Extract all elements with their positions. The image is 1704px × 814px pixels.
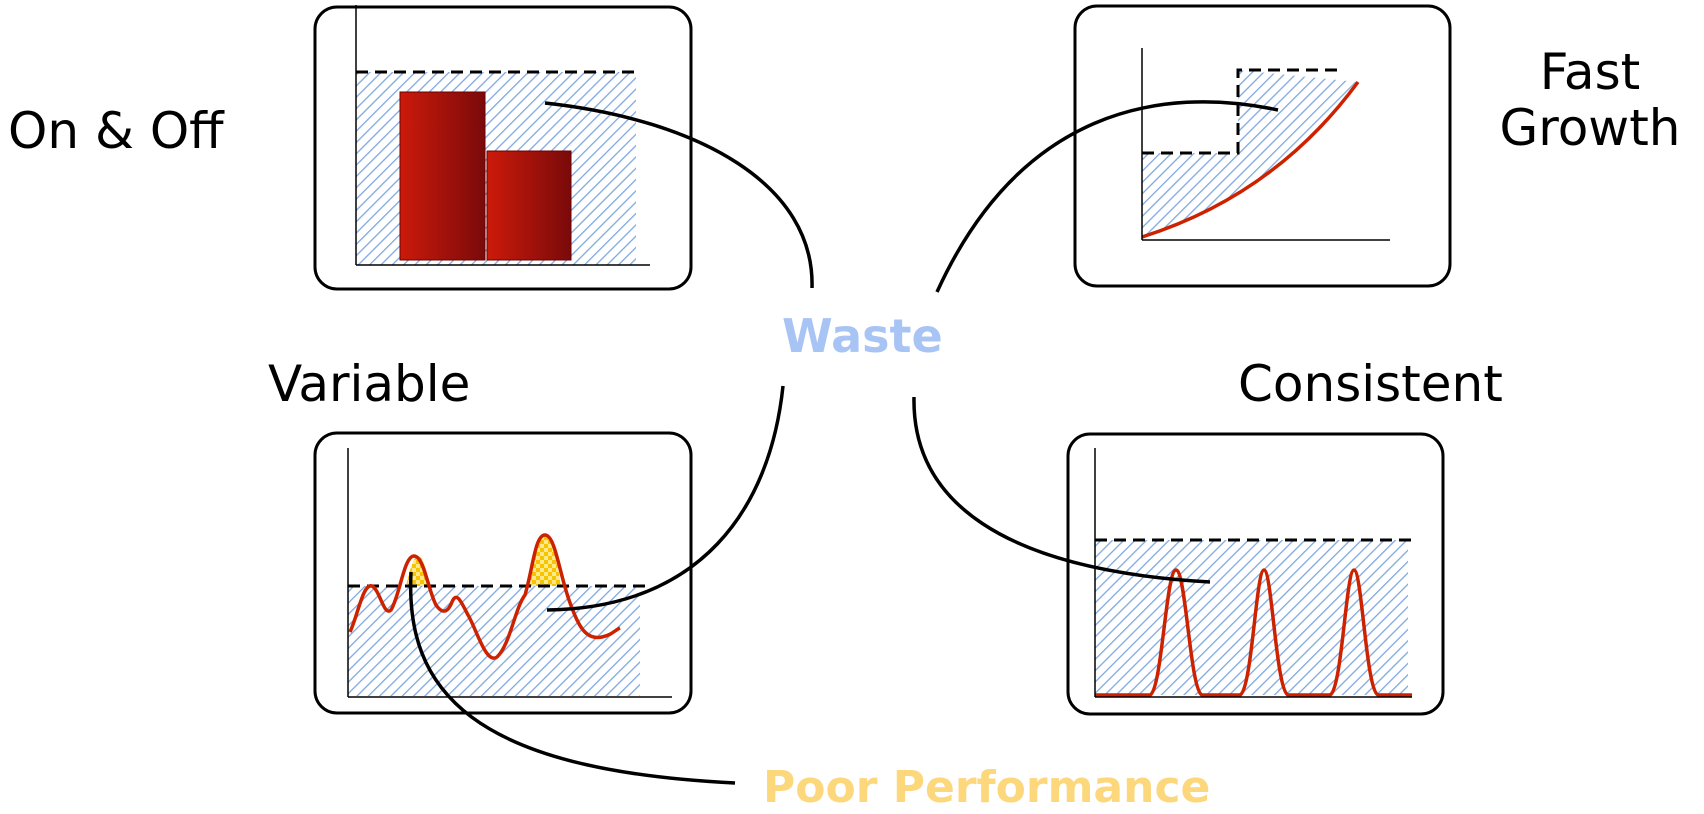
connector-lines [408, 100, 1279, 785]
fast-growth-label: Fast Growth [1480, 44, 1700, 156]
on-off-panel [313, 5, 693, 291]
waste-hatch-area [348, 586, 640, 696]
waste-connector-on-off [544, 101, 814, 289]
usage-bar [399, 91, 486, 261]
fast-growth-label-line1: Fast [1539, 43, 1641, 101]
waste-hatch-area [1142, 70, 1358, 237]
fast-growth-label-line2: Growth [1499, 99, 1681, 157]
usage-growth-line [1141, 80, 1360, 239]
usage-periodic-line [1095, 568, 1412, 697]
waste-label: Waste [782, 309, 943, 363]
waste-hatch-area [1095, 540, 1408, 695]
waste-connector-consistent [912, 396, 1211, 584]
capacity-dashed-line [1142, 68, 1340, 155]
variable-panel [313, 431, 693, 715]
poor-performance-label: Poor Performance [763, 762, 1211, 813]
waste-connector-fast-growth [935, 100, 1279, 293]
poor-performance-connector [408, 571, 736, 785]
usage-bar [486, 150, 572, 261]
consistent-label: Consistent [1238, 355, 1503, 413]
variable-label: Variable [268, 355, 471, 413]
on-off-label: On & Off [8, 102, 224, 160]
waste-connector-variable [546, 385, 785, 612]
fast-growth-panel [1073, 4, 1452, 288]
consistent-panel [1066, 432, 1445, 716]
